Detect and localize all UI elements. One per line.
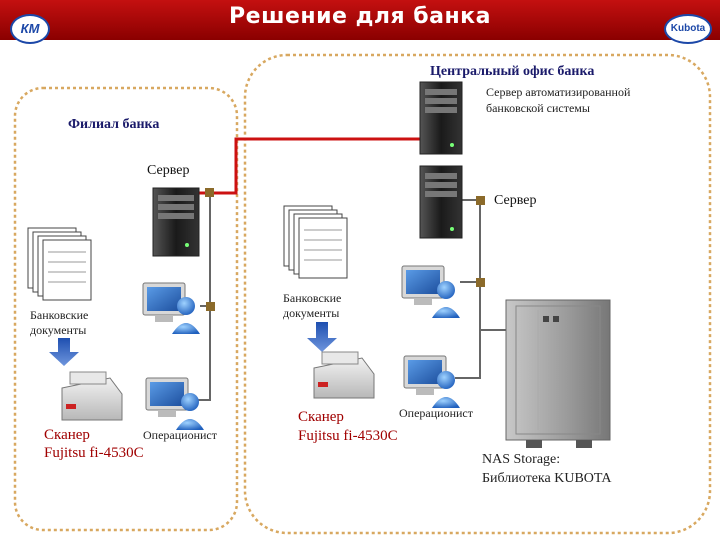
page-title: Решение для банка [229, 4, 491, 29]
central-office-boundary [243, 53, 712, 535]
central-workstation-2-icon [403, 355, 460, 408]
central-office-title: Центральный офис банка [430, 64, 595, 79]
company-logo-left: КМ [10, 14, 50, 44]
branch-boundary [13, 86, 239, 532]
central-server-label: Сервер [494, 193, 537, 208]
nas-storage-label: NAS Storage: [482, 452, 561, 467]
kubota-logo: Kubota [664, 14, 712, 44]
central-scanner-icon [313, 351, 375, 399]
central-server-abs-label: Сервер автоматизированной банковской сис… [486, 85, 631, 115]
wan-link [181, 137, 423, 195]
branch-title: Филиал банка [68, 117, 160, 132]
header-bar [0, 0, 720, 40]
branch-server-icon [152, 187, 200, 257]
central-documents-icon [283, 205, 348, 279]
nas-storage-icon [505, 299, 611, 448]
nas-library-label: Библиотека KUBOTA [482, 471, 612, 486]
central-operator-label: Операционист [399, 406, 473, 420]
branch-arrow-icon [49, 338, 79, 366]
central-scanner-model: Fujitsu fi-4530C [298, 428, 398, 444]
central-arrow-icon [307, 322, 337, 352]
branch-scanner-label: Сканер [44, 427, 90, 443]
branch-scanner-model: Fujitsu fi-4530C [44, 445, 144, 461]
branch-documents-label: Банковские документы [30, 308, 89, 337]
branch-workstation-1-icon [142, 282, 200, 334]
branch-scanner-icon [61, 371, 123, 421]
branch-workstation-2-icon [145, 377, 204, 430]
central-documents-label: Банковские документы [283, 291, 342, 320]
central-server-abs-icon [419, 81, 463, 155]
branch-server-label: Сервер [147, 163, 190, 178]
branch-operator-label: Операционист [143, 428, 217, 442]
central-server-icon [419, 165, 463, 239]
central-line [455, 200, 481, 379]
branch-documents-icon [27, 227, 92, 301]
central-scanner-label: Сканер [298, 409, 344, 425]
central-workstation-1-icon [401, 265, 460, 318]
